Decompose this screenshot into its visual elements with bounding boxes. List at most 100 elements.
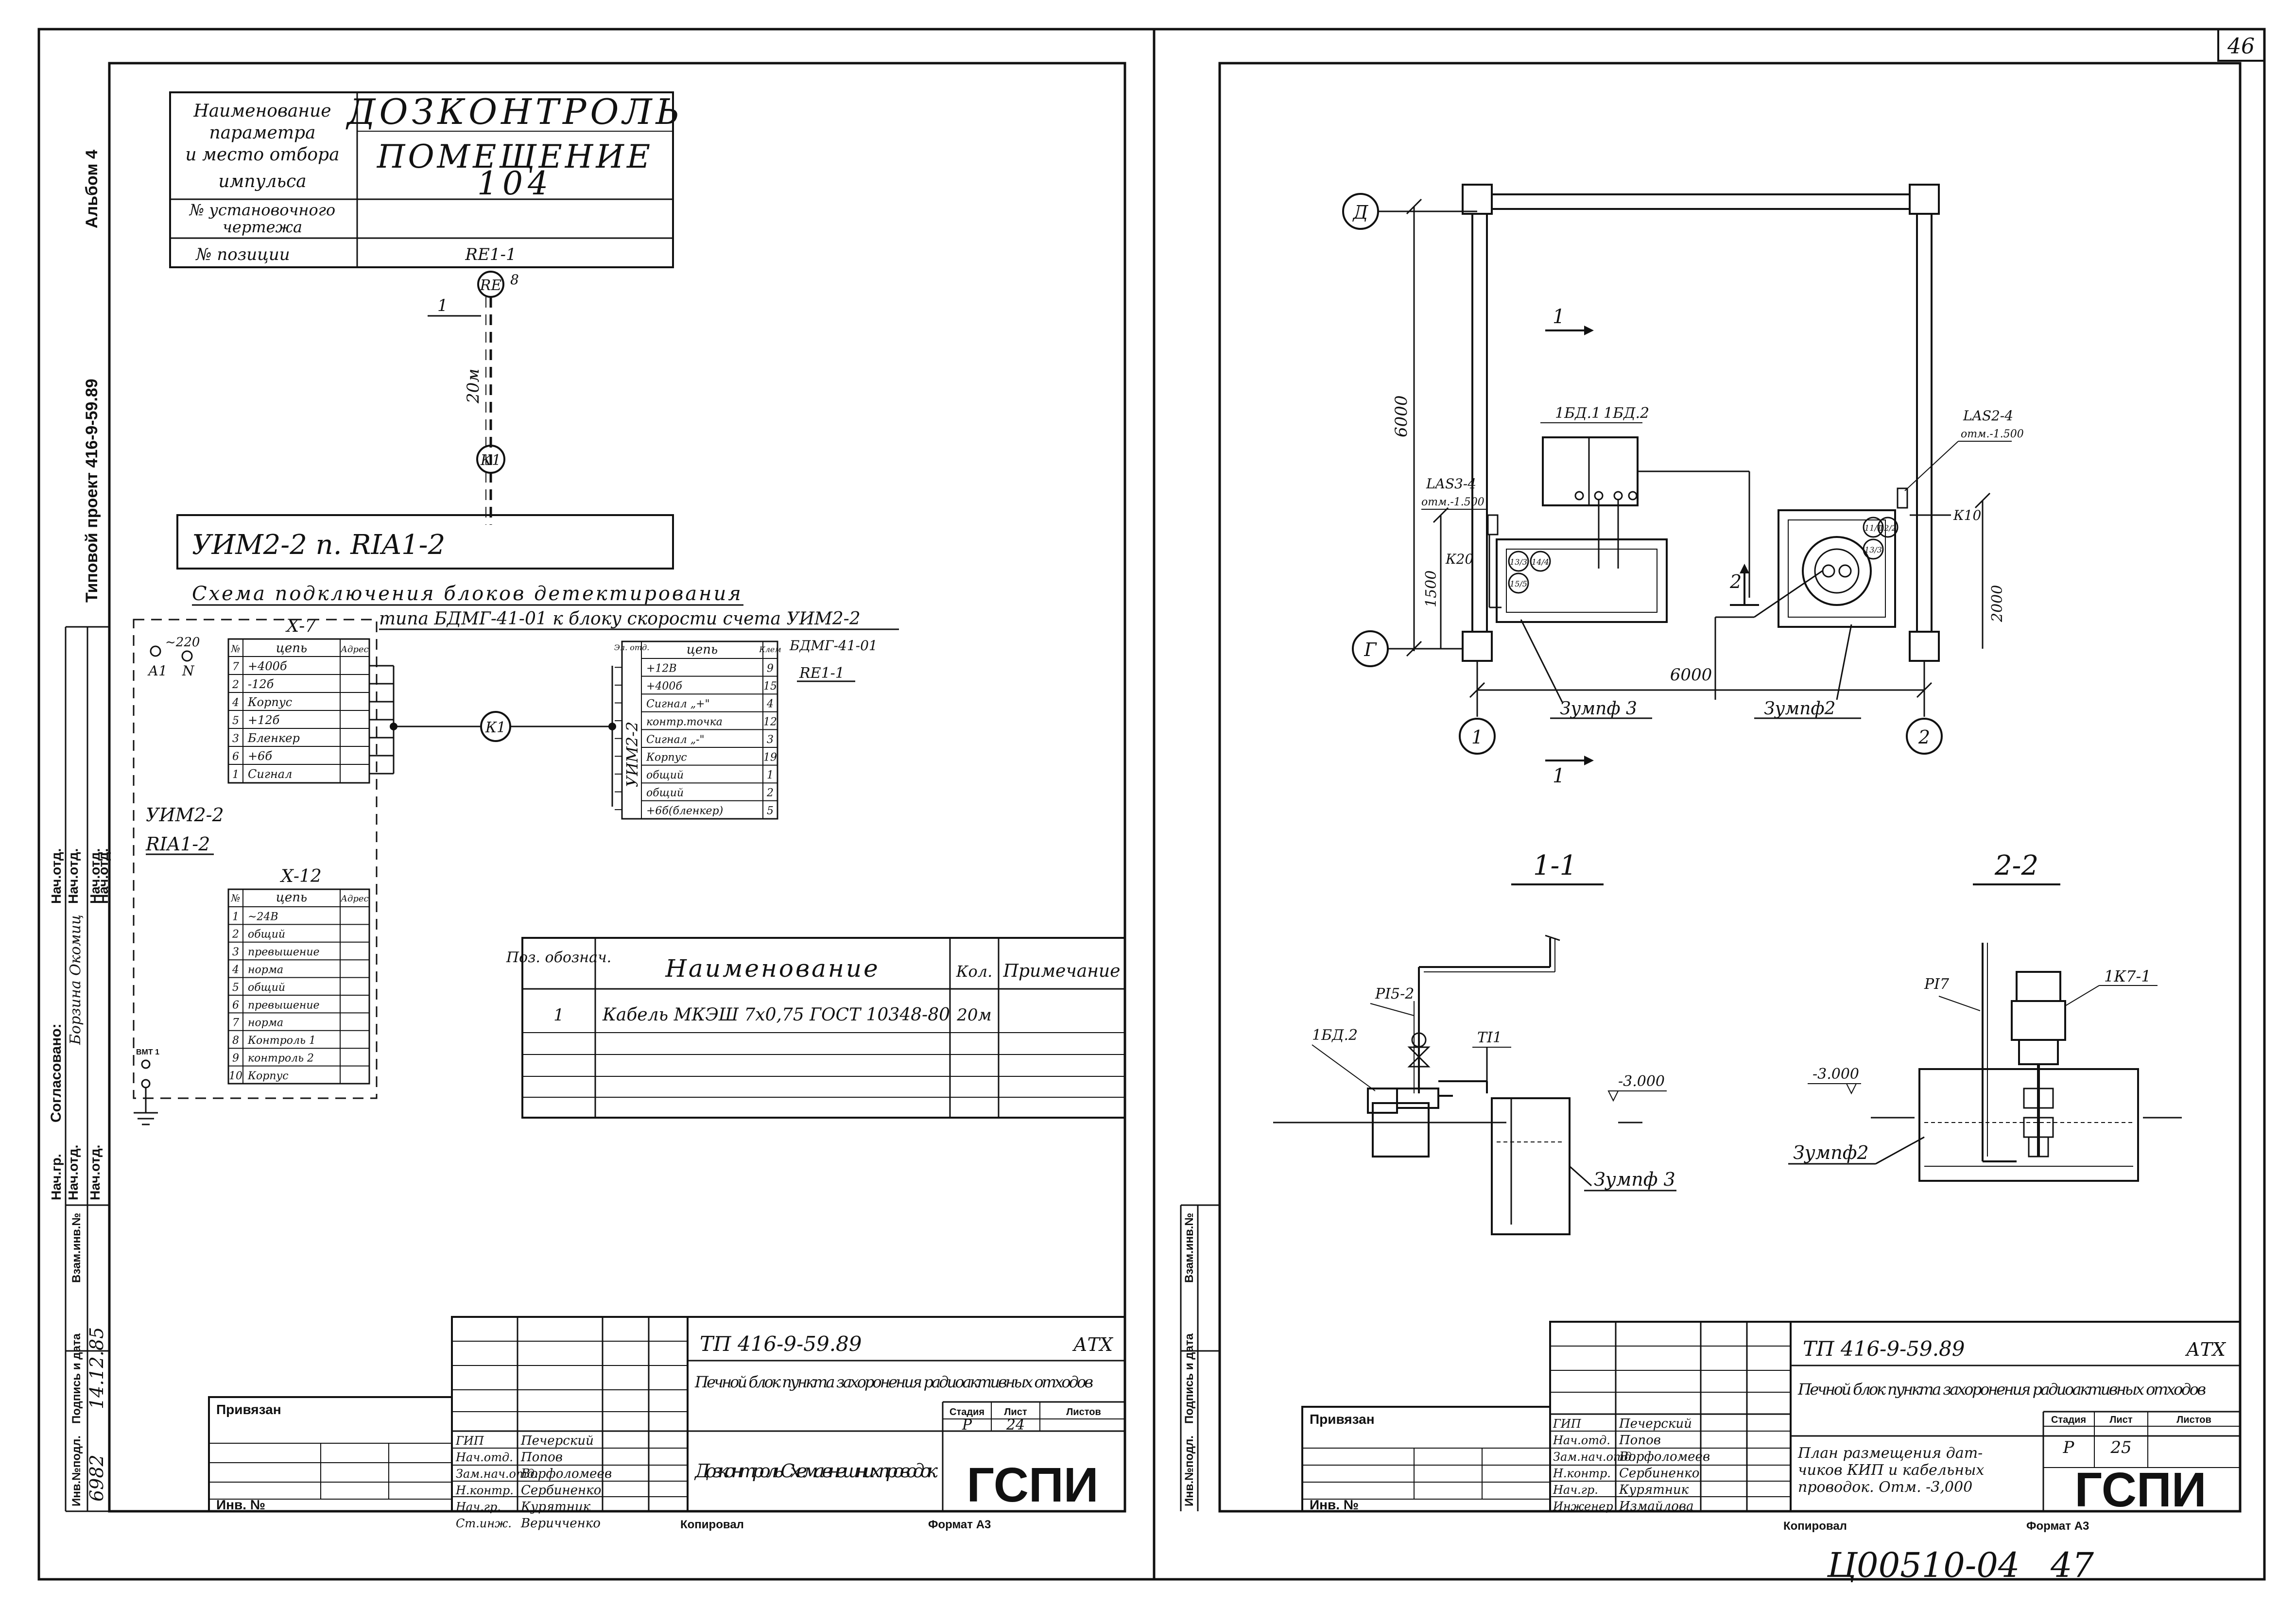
x7-row-circuit: Сигнал (248, 767, 292, 781)
x7-row-no: 5 (232, 715, 239, 727)
signer-name: Измайлова (1619, 1499, 1694, 1514)
las3-mark: отм.-1.500 (1421, 496, 1485, 508)
left-code: ТП 416-9-59.89 (700, 1332, 862, 1356)
right-inv-header-1: Инв.№подл. (1183, 1435, 1196, 1506)
x12-row-no: 6 (232, 999, 239, 1011)
sec11-tank: Зумпф 3 (1594, 1169, 1675, 1190)
approval-3: Нач.отд. (87, 848, 103, 904)
x12-row-circuit: превышение (248, 999, 320, 1011)
x7-h-no: № (231, 643, 241, 655)
terminal-n (181, 650, 193, 662)
tank2-label: Зумпф2 (1764, 699, 1835, 719)
bd-vertical: УИМ2-2 (623, 722, 641, 787)
section-mark-bottom: 1 (1553, 765, 1565, 787)
uim-enclosure (133, 619, 378, 1099)
position-label: № позиции (195, 245, 290, 264)
x7-row-no: 7 (232, 661, 239, 673)
left-sheet-h: Лист (1004, 1407, 1027, 1417)
schema-caption-2: типа БДМГ-41-01 к блоку скорости счета У… (379, 609, 861, 629)
las2-mark: отм.-1.500 (1961, 428, 2024, 440)
inv-header-1: Инв.№подл. (70, 1435, 83, 1506)
section-2-mark: 2 (1729, 571, 1742, 592)
bd-title: БДМГ-41-01 (789, 638, 878, 654)
sensor-circle (1863, 517, 1884, 538)
signer-name: Ворфоломеев (520, 1467, 612, 1481)
album-label: Альбом 4 (83, 150, 101, 228)
uim-bar (176, 514, 674, 570)
x7-row-circuit: Корпус (247, 695, 292, 709)
left-org: ГСПИ (967, 1458, 1098, 1512)
x12-row-circuit: Корпус (247, 1070, 289, 1082)
approval-4: Нач.отд. (96, 848, 111, 904)
bmt-label: ВМТ 1 (136, 1048, 159, 1056)
param-label-line3: и место отбора (185, 145, 339, 165)
bd2-label: 1БД.2 (1604, 405, 1649, 422)
bd-row-clamp: 9 (767, 662, 774, 674)
x7-row-circuit: -12б (248, 677, 274, 691)
param-label-line1: Наименование (193, 101, 331, 121)
right-privyazan: Привязан (1310, 1412, 1375, 1427)
las2-label: LAS2-4 (1963, 408, 2013, 424)
x12-row-no: 4 (232, 964, 239, 976)
sec22-title: 2-2 (1994, 850, 2038, 881)
bd-row-circuit: Сигнал „+" (646, 698, 710, 710)
x7-row-no: 1 (232, 769, 239, 781)
right-inner-frame (1218, 62, 2242, 1513)
signer-role: Зам.нач.отд. (456, 1467, 538, 1481)
bd-row-clamp: 12 (763, 716, 777, 728)
right-drawing-title-1: План размещения дат- (1797, 1445, 1983, 1462)
x12-row-no: 9 (232, 1053, 239, 1065)
signer-role: ГИП (455, 1434, 484, 1448)
x7-title: Х-7 (285, 616, 316, 636)
axis-g: Г (1364, 639, 1377, 660)
signer-role: Инженер (1553, 1500, 1613, 1513)
spec-row-name: Кабель МКЭШ 7х0,75 ГОСТ 10348-80 (602, 1005, 950, 1025)
x7-row-circuit: +12б (248, 713, 280, 727)
axis-2: 2 (1918, 726, 1930, 748)
x12-row-circuit: общий (248, 982, 285, 994)
bd-h-circuit: цепь (687, 642, 718, 657)
right-org: ГСПИ (2074, 1463, 2206, 1517)
sensor-circle (1863, 538, 1884, 560)
x12-row-no: 5 (232, 982, 239, 994)
power-label: ~220 (165, 635, 200, 650)
dim-2000: 2000 (1989, 585, 2006, 622)
bd1-label: 1БД.1 (1555, 405, 1601, 422)
bd-row-clamp: 5 (767, 805, 774, 817)
agreed-sign: Борзина Окомиц (67, 915, 84, 1045)
install-label-line1: № установочного (189, 201, 335, 219)
sheet-number: 46 (2227, 34, 2255, 59)
right-kopiroval: Копировал (1783, 1520, 1847, 1533)
x7-row-no: 6 (232, 751, 239, 763)
uim-label: УИМ2-2 (146, 804, 224, 826)
right-stage-h: Стадия (2051, 1415, 2086, 1425)
x7-row-circuit: +6б (248, 749, 272, 763)
sensor-label: 13/3 (1864, 545, 1882, 554)
signer-name: Печерский (1619, 1417, 1692, 1431)
sec11-title: 1-1 (1533, 850, 1577, 881)
right-inv-header-3: Взам.инв.№ (1183, 1213, 1196, 1283)
bd-row-clamp: 4 (766, 698, 774, 710)
bd-h-no: Эл. отд. (614, 643, 650, 652)
x12-row-circuit: Контроль 1 (247, 1035, 316, 1047)
sheet-number-box (2217, 28, 2265, 62)
bd-row-circuit: Корпус (646, 751, 687, 763)
inv-header-2: Подпись и дата (70, 1333, 83, 1424)
dim-1500: 1500 (1423, 570, 1440, 607)
line-number: 1 (437, 296, 448, 315)
bd-row-circuit: +6б(бленкер) (646, 805, 723, 817)
signer-role: Нач.отд. (455, 1451, 513, 1464)
spec-h-name: Наименование (665, 954, 880, 983)
x12-row-circuit: ~24В (248, 911, 278, 923)
x7-h-circuit: цепь (276, 641, 307, 656)
sensor-circle (1508, 551, 1529, 572)
right-drawing-title-2: чиков КИП и кабельных (1798, 1462, 1984, 1479)
sec22-pump: 1К7-1 (2104, 967, 2151, 985)
spec-table: Поз. обознач. Наименование Кол. Примечан… (506, 937, 1126, 1119)
x7-row-circuit: Бленкер (247, 731, 300, 745)
signer-name: Ворфоломеев (1619, 1450, 1710, 1464)
agreed-label: Согласовано: (48, 1023, 64, 1123)
bd-subtitle: RE1-1 (799, 665, 845, 682)
